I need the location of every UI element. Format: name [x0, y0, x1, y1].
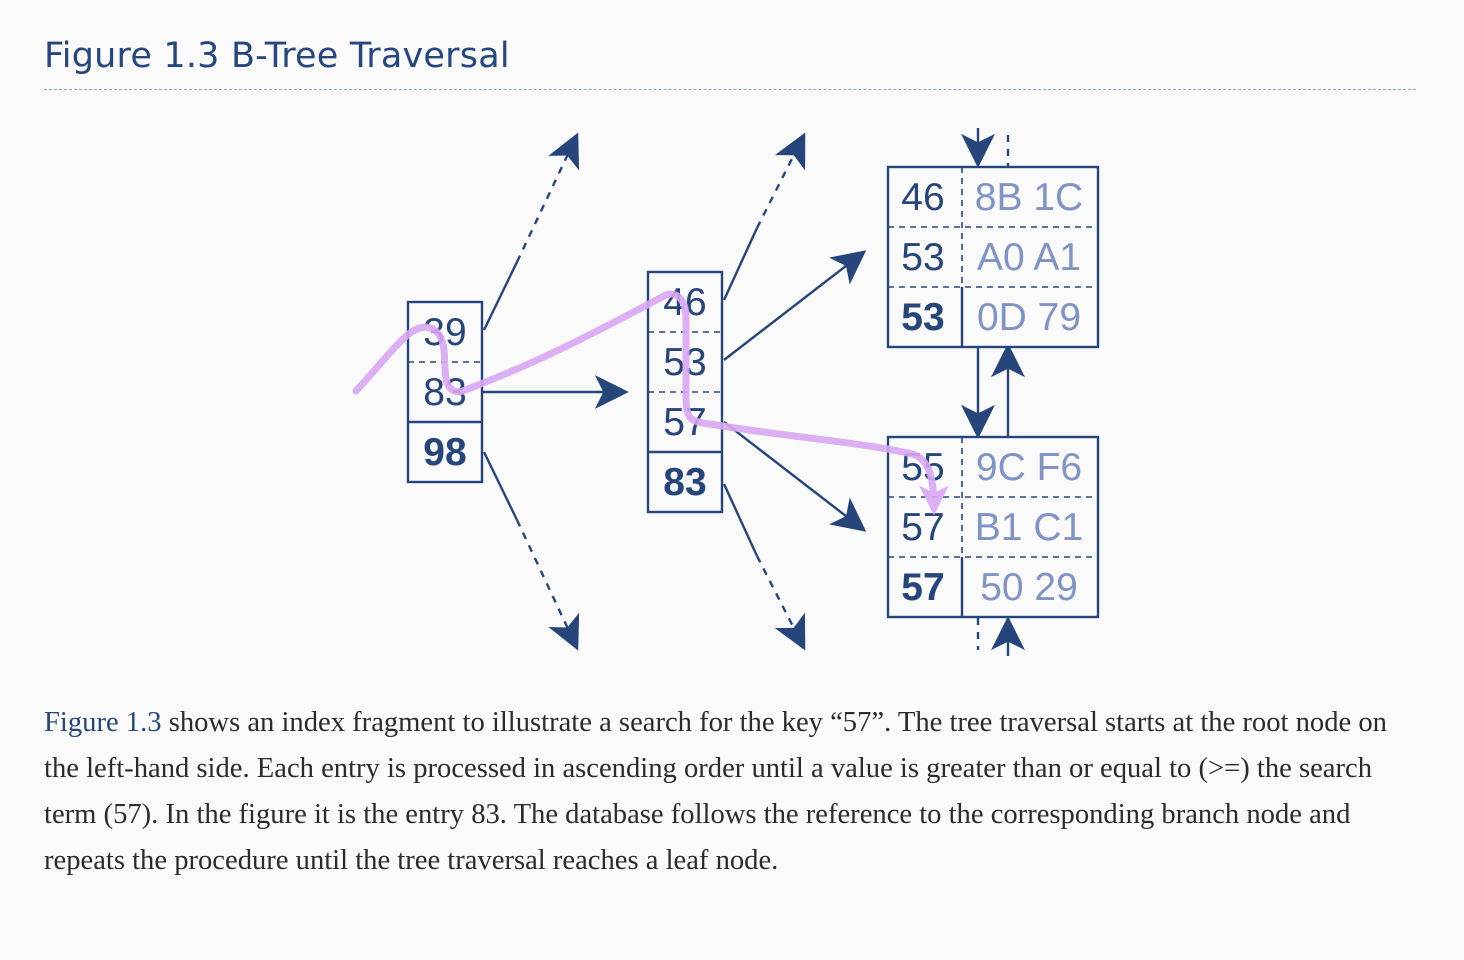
leaf-node: 55 9C F6 57 B1 C1 57 50 29: [886, 435, 1100, 619]
branch-to-leaf1-arrow: [723, 250, 867, 361]
leaf-rowid: A0 A1: [977, 236, 1081, 279]
leaf-key-max: 57: [901, 566, 944, 609]
caption-text: shows an index fragment to illustrate a …: [44, 707, 1387, 876]
leaf-rowid: 50 29: [980, 566, 1078, 609]
branch-to-leaf2-arrow: [723, 421, 867, 532]
root-up-arrow-dashed: [515, 132, 580, 263]
branch-key-max: 83: [663, 461, 706, 504]
leaf-key: 46: [901, 176, 944, 219]
figure-title: Figure 1.3 B-Tree Traversal: [44, 36, 510, 76]
leaf-rowid: B1 C1: [975, 506, 1083, 549]
leaf-key: 53: [901, 236, 944, 279]
pointer-arrows: [482, 128, 1025, 656]
branch-up-arrow-dashed: [755, 132, 806, 229]
title-divider: [44, 89, 1416, 90]
leaf-key: 57: [901, 506, 944, 549]
figure-reference-link[interactable]: Figure 1.3: [44, 707, 162, 738]
traversal-path: [352, 290, 949, 516]
branch-up-arrow: [722, 227, 759, 301]
branch-down-arrow-dashed: [755, 555, 806, 651]
leaf-rowid: 8B 1C: [975, 176, 1083, 219]
root-down-arrow: [482, 451, 519, 521]
leaf-key-max: 53: [901, 296, 944, 339]
root-up-arrow: [482, 261, 519, 331]
btree-diagram: 39 83 98 46 53 57 83 46 8B 1C 53 A0 A1 5…: [352, 128, 1100, 656]
leaf-node: 46 8B 1C 53 A0 A1 53 0D 79: [886, 165, 1100, 349]
root-down-arrow-dashed: [515, 519, 580, 651]
branch-down-arrow: [722, 483, 759, 557]
leaf-rowid: 9C F6: [976, 446, 1082, 489]
figure-caption: Figure 1.3 shows an index fragment to il…: [44, 700, 1429, 884]
root-key-max: 98: [423, 431, 466, 474]
leaf-rowid: 0D 79: [977, 296, 1081, 339]
